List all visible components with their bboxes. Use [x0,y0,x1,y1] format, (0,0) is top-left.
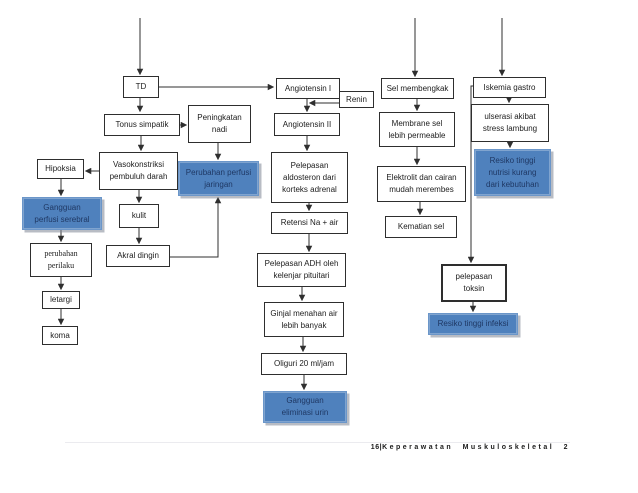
node-ulserasi-lambung: ulserasi akibat stress lambung [471,104,549,142]
node-sel-membengkak: Sel membengkak [381,78,454,99]
node-vasokonstriksi: Vasokonstriksi pembuluh darah [99,152,178,190]
page-footer: 16|Keperawatan Muskuloskeletal 2 [371,444,570,451]
node-elektrolit-cairan: Elektrolit dan cairan mudah merembes [377,166,466,202]
node-tonus-simpatik: Tonus simpatik [104,114,180,136]
node-ginjal-menahan-air: Ginjal menahan air lebih banyak [264,302,344,337]
node-pelepasan-aldosteron: Pelepasan aldosteron dari korteks adrena… [271,152,348,203]
node-retensi-na-air: Retensi Na + air [271,212,348,234]
footer-title: Keperawatan Muskuloskeletal 2 [382,444,570,451]
node-perubahan-perilaku: perubahan perilaku [30,243,92,277]
node-kulit: kulit [119,204,159,228]
node-oliguri: Oliguri 20 ml/jam [261,353,347,375]
node-gangguan-perfusi-serebral: Gangguan perfusi serebral [22,197,102,230]
node-kematian-sel: Kematian sel [385,216,457,238]
node-akral-dingin: Akral dingin [106,245,170,267]
node-letargi: letargi [42,291,80,309]
node-resiko-tinggi-nutrisi: Resiko tinggi nutrisi kurang dari kebutu… [474,149,551,196]
node-membrane-sel: Membrane sel lebih permeable [379,112,455,147]
node-renin: Renin [339,91,374,108]
node-angiotensin-1: Angiotensin I [276,78,340,99]
footer-divider [65,442,570,443]
node-peningkatan-nadi: Peningkatan nadi [188,105,251,143]
node-resiko-tinggi-infeksi: Resiko tinggi infeksi [428,313,518,335]
node-gangguan-eliminasi-urin: Gangguan eliminasi urin [263,391,347,423]
node-hipoksia: Hipoksia [37,159,84,179]
node-perubahan-perfusi-jaringan: Perubahan perfusi jaringan [178,161,259,196]
node-angiotensin-2: Angiotensin II [274,113,340,136]
node-pelepasan-adh: Pelepasan ADH oleh kelenjar pituitari [257,253,346,287]
page-number: 16 [370,444,380,451]
connector-akral-perfusi [170,196,222,258]
node-pelepasan-toksin: pelepasan toksin [441,264,507,302]
node-iskemia-gastro: Iskemia gastro [473,77,546,98]
footer-separator: | [379,444,383,451]
node-koma: koma [42,326,78,345]
node-td: TD [123,76,159,98]
